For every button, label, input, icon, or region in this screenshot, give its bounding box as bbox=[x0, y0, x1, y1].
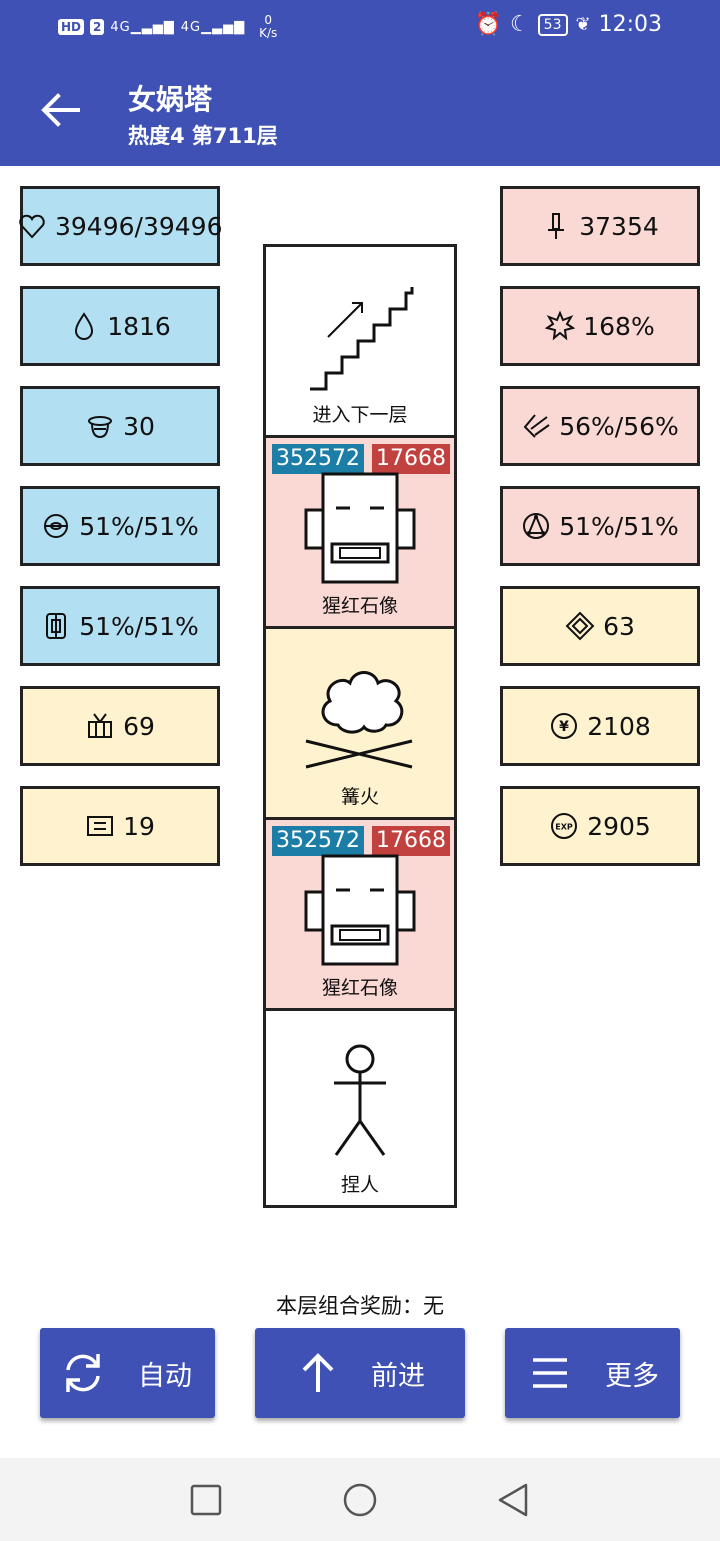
basket-icon bbox=[88, 713, 113, 738]
pentacle-icon bbox=[523, 513, 550, 539]
golem-icon bbox=[304, 472, 416, 584]
heart-icon bbox=[19, 214, 45, 239]
cell-label: 进入下一层 bbox=[312, 404, 408, 426]
stat-pentacle: 51%/51% bbox=[500, 486, 700, 566]
hd-badge: HD bbox=[58, 19, 85, 35]
tower-cell-stairs[interactable]: 进入下一层 bbox=[266, 247, 454, 438]
home-circle-icon[interactable] bbox=[340, 1480, 380, 1520]
arrow-up-icon bbox=[302, 1353, 334, 1392]
stat-attack: 37354 bbox=[500, 186, 700, 266]
stat-gold: ¥ 2108 bbox=[500, 686, 700, 766]
forward-button[interactable]: 前进 bbox=[255, 1328, 465, 1418]
tower-cell-enemy[interactable]: 352572 17668 猩红石像 bbox=[266, 820, 454, 1011]
combo-bonus-text: 本层组合奖励：无 bbox=[276, 1294, 444, 1318]
page-title: 女娲塔 bbox=[128, 83, 213, 116]
stat-crit: 168% bbox=[500, 286, 700, 366]
exp-icon: EXP bbox=[551, 813, 578, 839]
stick-figure-icon bbox=[334, 1044, 386, 1156]
burst-icon bbox=[545, 311, 576, 341]
stairs-icon bbox=[310, 287, 414, 391]
moon-icon: ☾ bbox=[509, 12, 530, 37]
clock: 12:03 bbox=[598, 12, 662, 37]
more-button[interactable]: 更多 bbox=[505, 1328, 680, 1418]
svg-text:¥: ¥ bbox=[559, 719, 569, 735]
orb-icon bbox=[44, 514, 69, 538]
back-arrow-icon[interactable] bbox=[40, 92, 80, 128]
campfire-icon bbox=[305, 671, 413, 769]
battery-icon: 53 bbox=[537, 13, 568, 36]
recents-square-icon[interactable] bbox=[186, 1480, 226, 1520]
page-subtitle: 热度4 第711层 bbox=[128, 124, 278, 148]
tower-cell-enemy[interactable]: 352572 17668 猩红石像 bbox=[266, 438, 454, 629]
yen-coin-icon: ¥ bbox=[551, 713, 578, 739]
stat-diamond: 63 bbox=[500, 586, 700, 666]
card-icon bbox=[87, 816, 114, 836]
shield-icon bbox=[46, 613, 67, 639]
drop-icon bbox=[75, 312, 94, 340]
stat-hp: 39496/39496 bbox=[19, 186, 222, 266]
stat-slash: 56%/56% bbox=[500, 386, 700, 466]
signal-icon-2: 4G▁▃▅▇ bbox=[180, 19, 246, 35]
stat-basket: 69 bbox=[20, 686, 220, 766]
tower: 进入下一层 352572 17668 猩红石像 篝火 352572 17668 bbox=[263, 244, 457, 1208]
refresh-icon bbox=[66, 1354, 100, 1392]
golem-icon bbox=[304, 854, 416, 966]
helmet-icon bbox=[88, 416, 113, 439]
cell-label: 猩红石像 bbox=[321, 977, 398, 999]
tower-cell-campfire[interactable]: 篝火 bbox=[266, 629, 454, 820]
auto-button[interactable]: 自动 bbox=[40, 1328, 215, 1418]
enemy-atk-badge: 17668 bbox=[372, 826, 450, 856]
tower-cell-player[interactable]: 捏人 bbox=[266, 1011, 454, 1205]
back-triangle-icon[interactable] bbox=[494, 1480, 534, 1520]
svg-text:EXP: EXP bbox=[555, 823, 573, 832]
stat-card: 19 bbox=[20, 786, 220, 866]
enemy-hp-badge: 352572 bbox=[272, 826, 364, 856]
sword-icon bbox=[548, 213, 565, 239]
system-nav-bar bbox=[0, 1458, 720, 1541]
stat-exp: EXP 2905 bbox=[500, 786, 700, 866]
cell-label: 篝火 bbox=[340, 786, 379, 808]
sim-badge: 2 bbox=[90, 19, 105, 35]
stat-defense: 30 bbox=[20, 386, 220, 466]
stat-mana: 1816 bbox=[20, 286, 220, 366]
cell-label: 猩红石像 bbox=[321, 595, 398, 617]
slash-icon bbox=[523, 414, 550, 438]
signal-icon: 4G▁▃▅▇ bbox=[110, 19, 175, 35]
cell-label: 捏人 bbox=[340, 1174, 379, 1196]
alarm-icon: ⏰ bbox=[474, 12, 502, 37]
stat-orb: 51%/51% bbox=[20, 486, 220, 566]
stat-shield: 51%/51% bbox=[20, 586, 220, 666]
enemy-atk-badge: 17668 bbox=[372, 444, 450, 474]
menu-icon bbox=[533, 1358, 567, 1388]
leaf-icon: ❦ bbox=[575, 14, 591, 35]
enemy-hp-badge: 352572 bbox=[272, 444, 364, 474]
diamond-icon bbox=[565, 611, 595, 641]
